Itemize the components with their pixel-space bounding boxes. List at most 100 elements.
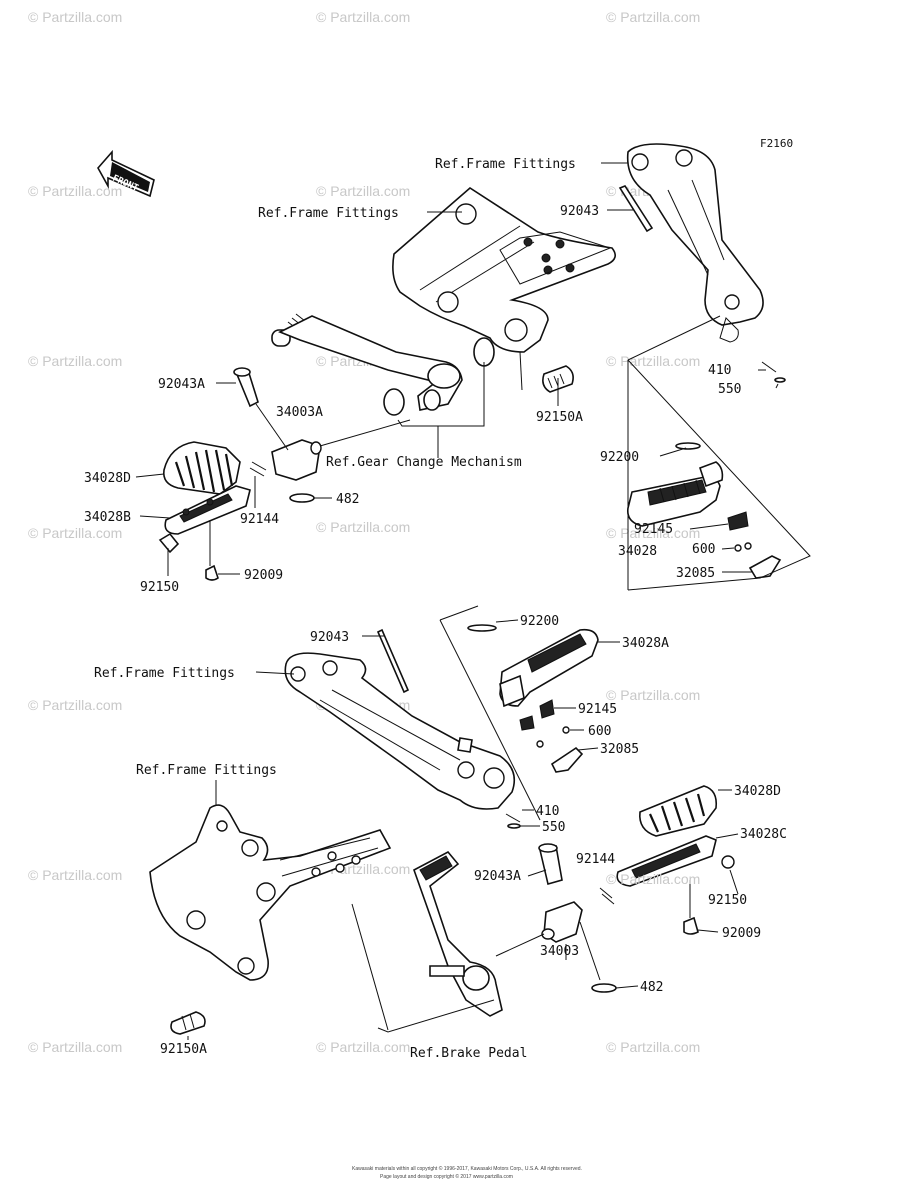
spring-92145-upper bbox=[727, 511, 749, 531]
watermark: © Partzilla.com bbox=[316, 519, 410, 535]
footpeg-34028B bbox=[164, 485, 251, 535]
label-92009-upper: 92009 bbox=[244, 568, 283, 583]
ball-600-lower bbox=[562, 726, 570, 734]
bushing-right bbox=[473, 337, 495, 367]
bolt-92009-upper bbox=[205, 564, 219, 581]
pin-92043-lower bbox=[376, 628, 410, 694]
label-482-upper: 482 bbox=[336, 492, 359, 507]
brake-pedal-bracket-line bbox=[377, 999, 495, 1033]
watermark: © Partzilla.com bbox=[28, 525, 122, 541]
footpeg-34028A bbox=[499, 628, 599, 708]
label-34028A: 34028A bbox=[622, 636, 669, 651]
holder-hole-lower bbox=[541, 928, 555, 940]
label-92043-upper: 92043 bbox=[560, 204, 599, 219]
plate-32085-lower bbox=[550, 746, 584, 773]
label-410-lower: 410 bbox=[536, 804, 559, 819]
label-ref-brake-pedal: Ref.Brake Pedal bbox=[410, 1046, 527, 1061]
ball-600-upper bbox=[734, 544, 742, 552]
label-ref-frame-fittings-4: Ref.Frame Fittings bbox=[136, 763, 277, 778]
label-550-upper: 550 bbox=[718, 382, 741, 397]
watermark: © Partzilla.com bbox=[28, 183, 122, 199]
label-34028B: 34028B bbox=[84, 510, 131, 525]
plate-guide-lower bbox=[579, 921, 601, 981]
assembly-outline-lower bbox=[439, 605, 541, 821]
pin-head-lower bbox=[538, 843, 558, 853]
label-92043-lower: 92043 bbox=[310, 630, 349, 645]
label-92150-lower: 92150 bbox=[708, 893, 747, 908]
watermark: © Partzilla.com bbox=[316, 183, 410, 199]
label-92009-lower: 92009 bbox=[722, 926, 761, 941]
bolt-leader bbox=[519, 351, 523, 391]
bolt-92009-lower bbox=[683, 916, 699, 935]
footer-layout: Page layout and design copyright © 2017 … bbox=[380, 1173, 513, 1180]
rubber-34028D-upper bbox=[162, 441, 241, 495]
pin-92043-upper bbox=[618, 185, 654, 233]
label-34003A: 34003A bbox=[276, 405, 323, 420]
label-92150A-upper: 92150A bbox=[536, 410, 583, 425]
watermark: © Partzilla.com bbox=[606, 687, 700, 703]
label-32085-lower: 32085 bbox=[600, 742, 639, 757]
label-ref-gear-change: Ref.Gear Change Mechanism bbox=[326, 455, 522, 470]
washer-550-upper bbox=[774, 377, 786, 383]
bolt-92150A-lower bbox=[170, 1011, 206, 1035]
footer-copyright: Kawasaki materials within all copyright … bbox=[352, 1165, 582, 1172]
brake-ref-guide bbox=[351, 903, 389, 1031]
label-600-lower: 600 bbox=[588, 724, 611, 739]
plate-482-upper bbox=[289, 493, 315, 503]
watermark: © Partzilla.com bbox=[28, 867, 122, 883]
watermark: © Partzilla.com bbox=[28, 353, 122, 369]
watermark: © Partzilla.com bbox=[316, 9, 410, 25]
label-92200-upper: 92200 bbox=[600, 450, 639, 465]
assembly-outline-upper bbox=[627, 315, 811, 591]
label-600-upper: 600 bbox=[692, 542, 715, 557]
label-482-lower: 482 bbox=[640, 980, 663, 995]
pivot-bolt-upper bbox=[719, 317, 739, 343]
part-labels: Ref.Frame Fittings Ref.Frame Fittings 92… bbox=[84, 157, 787, 1061]
label-ref-frame-fittings-2: Ref.Frame Fittings bbox=[258, 206, 399, 221]
holder-guide-upper bbox=[319, 419, 411, 447]
label-92145-upper: 92145 bbox=[634, 522, 673, 537]
bushing-left bbox=[383, 388, 405, 416]
washer-92200-lower bbox=[467, 624, 497, 632]
pivot-lower bbox=[457, 737, 473, 753]
bolt-92150-upper bbox=[158, 532, 180, 554]
label-410-upper: 410 bbox=[708, 363, 731, 378]
label-550-lower: 550 bbox=[542, 820, 565, 835]
footpeg-34028 bbox=[626, 461, 724, 527]
rider-left-bracket bbox=[392, 187, 616, 353]
spring-92145-lower bbox=[539, 699, 555, 719]
holder-hole-upper bbox=[310, 441, 322, 455]
watermark: © Partzilla.com bbox=[28, 1039, 122, 1055]
pin-guide-upper bbox=[255, 403, 289, 451]
watermark: © Partzilla.com bbox=[316, 1039, 410, 1055]
ball-600-lower-b bbox=[536, 740, 544, 748]
holder-guide-lower bbox=[495, 933, 545, 957]
label-ref-frame-fittings-1: Ref.Frame Fittings bbox=[435, 157, 576, 172]
label-ref-frame-fittings-3: Ref.Frame Fittings bbox=[94, 666, 235, 681]
label-92144-upper: 92144 bbox=[240, 512, 279, 527]
holder-34003A bbox=[271, 439, 321, 481]
shift-lever bbox=[271, 313, 463, 411]
plate-482-lower bbox=[591, 983, 617, 993]
plate-32085-upper bbox=[748, 555, 782, 579]
label-34028D-upper: 34028D bbox=[84, 471, 131, 486]
front-arrow-icon: FRONT bbox=[97, 149, 155, 198]
figure-code: F2160 bbox=[760, 137, 793, 150]
rubber-34028D-lower bbox=[639, 785, 718, 837]
watermark: © Partzilla.com bbox=[28, 697, 122, 713]
label-92200-lower: 92200 bbox=[520, 614, 559, 629]
label-34028: 34028 bbox=[618, 544, 657, 559]
watermark: © Partzilla.com bbox=[606, 525, 700, 541]
rear-right-footrest-bracket bbox=[626, 143, 764, 326]
watermark: © Partzilla.com bbox=[28, 9, 122, 25]
label-92043A-lower: 92043A bbox=[474, 869, 521, 884]
washer-550-lower bbox=[507, 823, 521, 829]
ball-600-upper-b bbox=[744, 542, 752, 550]
label-92150A-lower: 92150A bbox=[160, 1042, 207, 1057]
watermark: © Partzilla.com bbox=[606, 353, 700, 369]
label-34028C: 34028C bbox=[740, 827, 787, 842]
label-34003: 34003 bbox=[540, 944, 579, 959]
spring-92144-upper bbox=[249, 461, 267, 477]
label-92150-upper: 92150 bbox=[140, 580, 179, 595]
